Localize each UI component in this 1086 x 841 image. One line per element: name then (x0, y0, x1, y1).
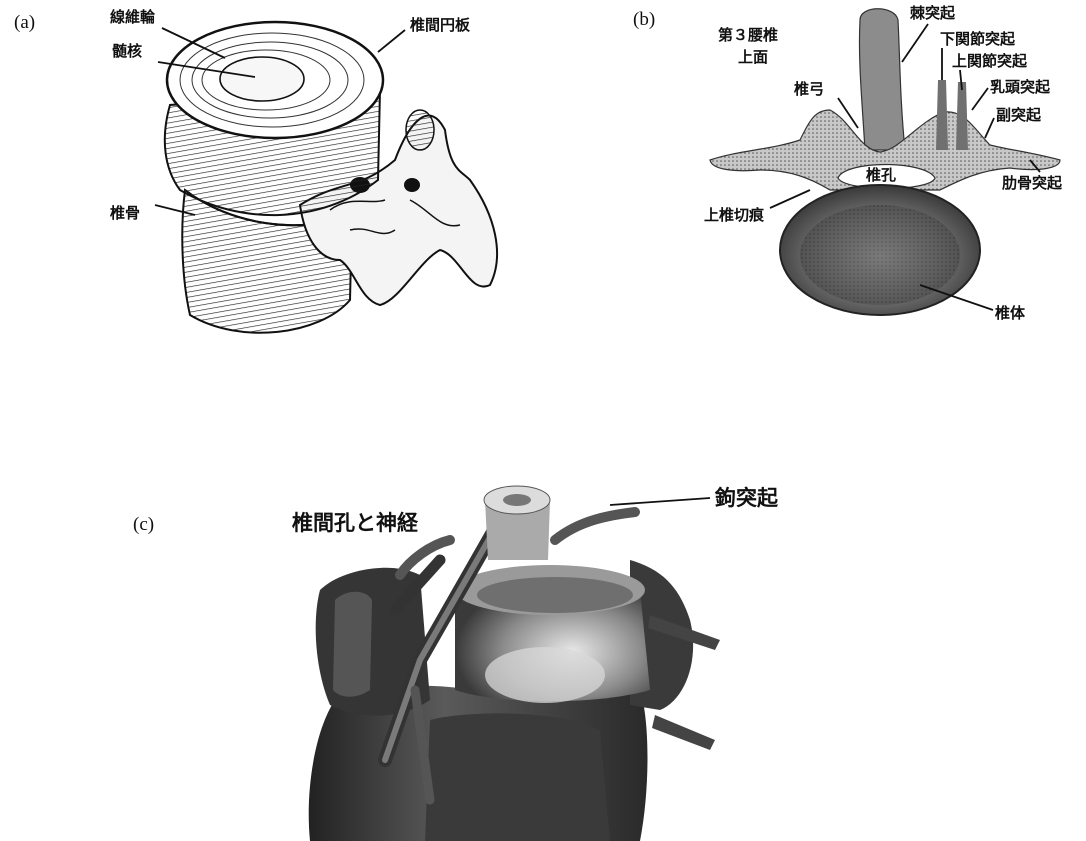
panel-b-label: (b) (633, 9, 655, 30)
label-intervertebral-disc: 椎間円板 (410, 16, 471, 34)
leader-mammillary (972, 88, 988, 110)
label-vertebral-foramen: 椎孔 (866, 166, 896, 184)
panel-c-label: (c) (133, 514, 154, 535)
leader-notch (770, 190, 810, 208)
leader-spinous (902, 24, 928, 62)
label-vertebral-body: 椎体 (995, 304, 1026, 322)
label-superior-notch: 上椎切痕 (704, 206, 765, 224)
label-intervertebral-foramen-and-nerve: 椎間孔と神経 (292, 511, 419, 535)
leader-accessory (985, 118, 994, 138)
vertebra-with-disc-drawing (165, 22, 497, 333)
label-inferior-articular: 下関節突起 (940, 30, 1016, 48)
label-vertebra: 椎骨 (110, 204, 140, 222)
label-annulus-fibrosus: 線維輪 (110, 8, 156, 26)
panel-a-label: (a) (14, 12, 35, 33)
label-accessory-process: 副突起 (996, 106, 1042, 124)
label-superior-articular: 上関節突起 (952, 52, 1028, 70)
label-uncinate-process: 鉤突起 (714, 486, 779, 510)
cervical-spine-3d-render (309, 486, 720, 841)
label-nucleus-pulposus: 髄核 (112, 42, 142, 60)
panel-a: (a) 線維輪 髄核 椎間円板 椎骨 (14, 8, 497, 333)
panel-c: (c) (133, 486, 779, 841)
label-mammillary-process: 乳頭突起 (990, 78, 1051, 96)
panel-b: (b) 第３腰椎 上面 棘突起 下関節突起 上関節突起 乳頭突起 副突起 肋骨突… (633, 4, 1063, 322)
title-line2: 上面 (738, 48, 768, 66)
label-costal-process: 肋骨突起 (1002, 174, 1063, 192)
label-vertebral-arch: 椎弓 (794, 80, 824, 98)
leader-disc (378, 30, 405, 52)
label-spinous-process: 棘突起 (910, 4, 956, 22)
title-line1: 第３腰椎 (718, 26, 778, 44)
leader-uncinate (610, 498, 710, 505)
